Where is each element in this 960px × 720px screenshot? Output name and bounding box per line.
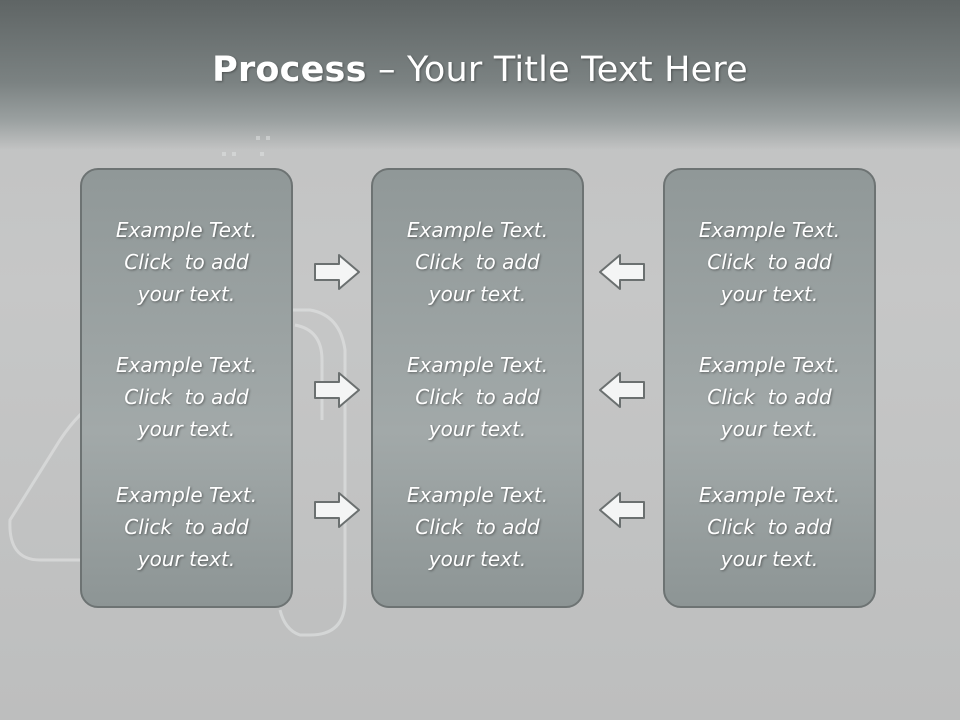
title-rest: – Your Title Text Here [366, 50, 748, 90]
text-line: your text. [720, 282, 819, 306]
text-line: your text. [137, 417, 236, 441]
text-line: Example Text. [406, 353, 549, 377]
text-block[interactable]: Example Text. Click to add your text. [373, 349, 582, 445]
text-line: Example Text. [406, 218, 549, 242]
text-line: Click to add [707, 250, 832, 274]
text-line: Example Text. [115, 218, 258, 242]
left-arrow-icon[interactable] [598, 490, 646, 530]
text-block[interactable]: Example Text. Click to add your text. [665, 349, 874, 445]
right-arrow-icon[interactable] [313, 252, 361, 292]
text-block[interactable]: Example Text. Click to add your text. [373, 214, 582, 310]
text-line: Click to add [124, 385, 249, 409]
text-line: Click to add [415, 250, 540, 274]
text-line: Example Text. [115, 483, 258, 507]
title-band [0, 0, 960, 150]
text-line: Example Text. [698, 218, 841, 242]
text-block[interactable]: Example Text. Click to add your text. [82, 349, 291, 445]
text-block[interactable]: Example Text. Click to add your text. [665, 214, 874, 310]
text-line: your text. [428, 417, 527, 441]
text-line: Example Text. [698, 483, 841, 507]
middle-text-panel[interactable]: Example Text. Click to add your text. Ex… [371, 168, 584, 608]
text-line: Click to add [415, 385, 540, 409]
page-title[interactable]: Process – Your Title Text Here [0, 50, 960, 90]
text-block[interactable]: Example Text. Click to add your text. [665, 479, 874, 575]
right-arrow-icon[interactable] [313, 370, 361, 410]
text-line: your text. [428, 547, 527, 571]
title-bold: Process [212, 50, 367, 90]
left-arrow-icon[interactable] [598, 252, 646, 292]
text-block[interactable]: Example Text. Click to add your text. [82, 214, 291, 310]
text-line: Click to add [415, 515, 540, 539]
text-line: Example Text. [115, 353, 258, 377]
text-line: Click to add [124, 515, 249, 539]
left-text-panel[interactable]: Example Text. Click to add your text. Ex… [80, 168, 293, 608]
text-line: Example Text. [698, 353, 841, 377]
text-line: your text. [720, 417, 819, 441]
right-text-panel[interactable]: Example Text. Click to add your text. Ex… [663, 168, 876, 608]
text-line: your text. [137, 547, 236, 571]
text-line: Example Text. [406, 483, 549, 507]
text-line: Click to add [707, 515, 832, 539]
text-line: Click to add [124, 250, 249, 274]
text-line: your text. [137, 282, 236, 306]
text-line: Click to add [707, 385, 832, 409]
right-arrow-icon[interactable] [313, 490, 361, 530]
text-line: your text. [720, 547, 819, 571]
text-block[interactable]: Example Text. Click to add your text. [373, 479, 582, 575]
text-block[interactable]: Example Text. Click to add your text. [82, 479, 291, 575]
text-line: your text. [428, 282, 527, 306]
left-arrow-icon[interactable] [598, 370, 646, 410]
